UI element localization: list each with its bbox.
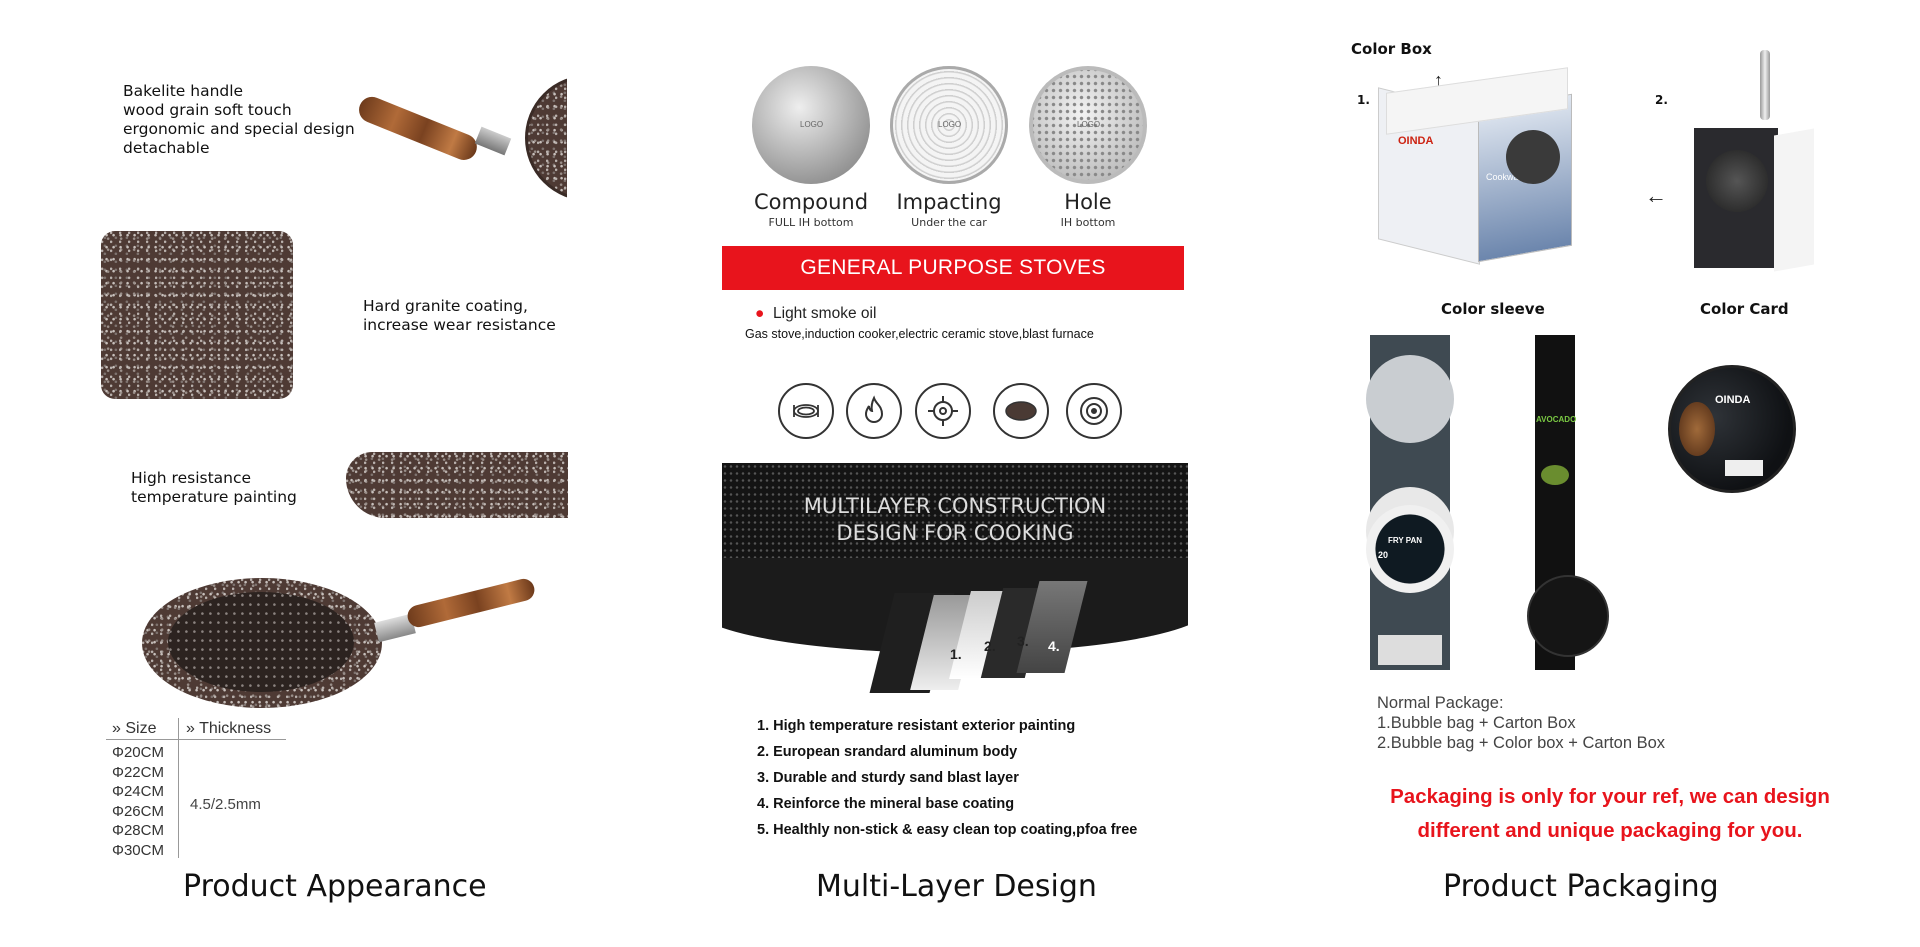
- frying-pan-image: [138, 570, 538, 710]
- color-sleeve-image-2: AVOCADO: [1527, 335, 1609, 670]
- light-smoke-oil-bullet: ● Light smoke oil: [755, 305, 877, 322]
- layer-number: 4.: [1048, 638, 1060, 654]
- package-option: 2.Bubble bag + Color box + Carton Box: [1377, 734, 1666, 752]
- handle-feature-text: Bakelite handle wood grain soft touch er…: [123, 82, 355, 157]
- induction-coil-icon: [778, 383, 834, 439]
- halogen-stove-icon: [1066, 383, 1122, 439]
- thickness-header: » Thickness: [186, 720, 272, 737]
- layer-item: 5. Healthly non-stick & easy clean top c…: [757, 822, 1138, 838]
- hole-label: Hole IH bottom: [1060, 190, 1116, 229]
- layer-number: 5.: [1084, 648, 1096, 664]
- size-table: » Size » Thickness Φ20CM Φ22CM Φ24CM Φ26…: [106, 718, 286, 861]
- granite-coating-image: [101, 231, 293, 399]
- layer-number: 3.: [1017, 633, 1029, 649]
- flame-icon: [846, 383, 902, 439]
- color-box-2-image: [1690, 50, 1820, 272]
- impacting-label: Impacting Under the car: [896, 190, 1002, 229]
- coating-feature-text: Hard granite coating, increase wear resi…: [363, 297, 556, 334]
- hole-bottom-image: LOGO: [1029, 66, 1147, 184]
- layer-item: 2. European srandard aluminum body: [757, 744, 1018, 760]
- size-value: Φ22CM: [112, 763, 164, 781]
- option-number-2: 2.: [1655, 93, 1668, 107]
- color-sleeve-label: Color sleeve: [1441, 300, 1545, 318]
- electric-plate-icon: [993, 383, 1049, 439]
- color-box-image: OINDA Cookware: [1378, 67, 1572, 265]
- packaging-note: Packaging is only for your ref, we can d…: [1390, 785, 1830, 842]
- layer-list: 1. High temperature resistant exterior p…: [757, 718, 1137, 848]
- size-value: Φ28CM: [112, 822, 164, 840]
- multilayer-construction-image: MULTILAYER CONSTRUCTION DESIGN FOR COOKI…: [722, 463, 1188, 698]
- layer-item: 1. High temperature resistant exterior p…: [757, 718, 1076, 734]
- size-value: Φ24CM: [112, 783, 164, 801]
- construction-title: MULTILAYER CONSTRUCTION DESIGN FOR COOKI…: [803, 494, 1107, 545]
- layer-number: 1.: [950, 646, 962, 662]
- gas-burner-icon: [915, 383, 971, 439]
- size-list: Φ20CM Φ22CM Φ24CM Φ26CM Φ28CM Φ30CM: [112, 743, 164, 861]
- color-sleeve-image-1: FRY PAN 20: [1366, 335, 1454, 670]
- layer-item: 4. Reinforce the mineral base coating: [757, 796, 1015, 812]
- caption-product-appearance: Product Appearance: [183, 869, 487, 904]
- size-header: » Size: [112, 720, 157, 737]
- layer-number: 2.: [984, 638, 996, 654]
- painting-feature-text: High resistance temperature painting: [131, 469, 297, 506]
- option-number-1: 1.: [1357, 93, 1370, 107]
- color-box-label: Color Box: [1351, 40, 1432, 58]
- arrow-up-icon: ↑: [1434, 70, 1443, 90]
- arrow-left-icon: ←: [1645, 183, 1667, 208]
- normal-package-text: Normal Package: 1.Bubble bag + Carton Bo…: [1377, 693, 1665, 753]
- compound-label: Compound FULL IH bottom: [753, 190, 869, 229]
- pan-side-image: [346, 452, 568, 518]
- color-card-image: OINDA: [1668, 365, 1796, 493]
- stove-types-text: Gas stove,induction cooker,electric cera…: [745, 327, 1094, 341]
- compound-bottom-image: LOGO: [752, 66, 870, 184]
- size-value: Φ20CM: [112, 744, 164, 761]
- general-purpose-stoves-banner: GENERAL PURPOSE STOVES: [722, 246, 1184, 290]
- package-option: 1.Bubble bag + Carton Box: [1377, 714, 1576, 732]
- color-card-label: Color Card: [1700, 300, 1789, 318]
- package-title: Normal Package:: [1377, 694, 1504, 712]
- size-value: Φ30CM: [112, 841, 164, 859]
- thickness-value: 4.5/2.5mm: [190, 796, 261, 813]
- size-value: Φ26CM: [112, 802, 164, 820]
- impacting-bottom-image: LOGO: [890, 66, 1008, 184]
- handle-image: [355, 70, 567, 200]
- caption-product-packaging: Product Packaging: [1443, 869, 1719, 904]
- caption-multi-layer-design: Multi-Layer Design: [816, 869, 1097, 904]
- layer-item: 3. Durable and sturdy sand blast layer: [757, 770, 1019, 786]
